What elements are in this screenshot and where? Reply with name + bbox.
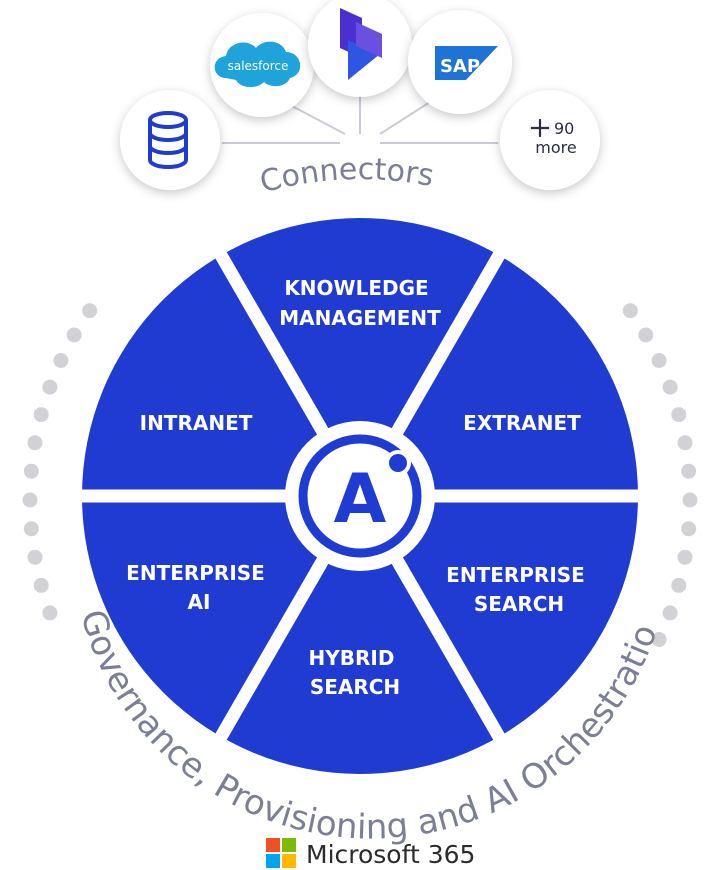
ring-dot xyxy=(681,463,697,479)
ring-dot xyxy=(23,463,39,479)
sap-logo: SAP xyxy=(435,46,498,80)
ring-dot xyxy=(82,303,98,319)
ring-dot xyxy=(677,435,693,451)
dynamics-logo xyxy=(340,8,382,80)
plus-icon xyxy=(531,119,549,137)
ring-dot xyxy=(651,632,667,647)
more-connectors-badge: 90 more xyxy=(531,119,577,157)
segment-hybrid-search: HYBRID SEARCH xyxy=(309,646,402,699)
ring-dot xyxy=(23,521,39,537)
segment-enterprise-search: ENTERPRISE SEARCH xyxy=(446,563,592,616)
ring-dot xyxy=(662,379,678,395)
svg-text:90: 90 xyxy=(554,119,574,138)
ring-dot xyxy=(27,435,43,451)
dotted-ring xyxy=(22,303,698,647)
database-icon xyxy=(148,111,188,169)
ring-dot xyxy=(22,492,38,508)
ring-dot xyxy=(33,577,49,593)
ring-dot xyxy=(671,577,687,593)
microsoft-logo xyxy=(266,838,296,868)
segment-enterprise-ai: ENTERPRISE AI xyxy=(126,561,272,614)
ring-dot xyxy=(662,605,678,621)
ring-dot xyxy=(53,353,69,368)
center-logo: A xyxy=(285,421,435,571)
segment-intranet: INTRANET xyxy=(140,411,253,435)
ring-dot xyxy=(27,549,43,565)
ring-dot xyxy=(681,521,697,537)
salesforce-logo: salesforce xyxy=(214,41,301,88)
ring-dot xyxy=(42,605,58,621)
svg-text:salesforce: salesforce xyxy=(228,59,289,73)
center-logo-letter: A xyxy=(334,460,387,539)
ring-dot xyxy=(33,407,49,423)
segment-knowledge-management: KNOWLEDGE MANAGEMENT xyxy=(279,276,441,330)
connector-more xyxy=(500,90,600,190)
ring-dot xyxy=(651,353,667,368)
ring-dot xyxy=(42,379,58,395)
footer-brand: Microsoft 365 xyxy=(306,840,475,869)
svg-text:SAP: SAP xyxy=(440,56,480,77)
ring-dot xyxy=(671,407,687,423)
ring-dot xyxy=(677,549,693,565)
ring-dot xyxy=(682,492,698,508)
ring-dot xyxy=(622,303,638,319)
ring-dot xyxy=(638,327,654,343)
connectors-title: Connectors xyxy=(256,152,436,200)
segment-extranet: EXTRANET xyxy=(463,411,581,435)
svg-text:more: more xyxy=(535,138,576,157)
ring-dot xyxy=(66,327,82,343)
